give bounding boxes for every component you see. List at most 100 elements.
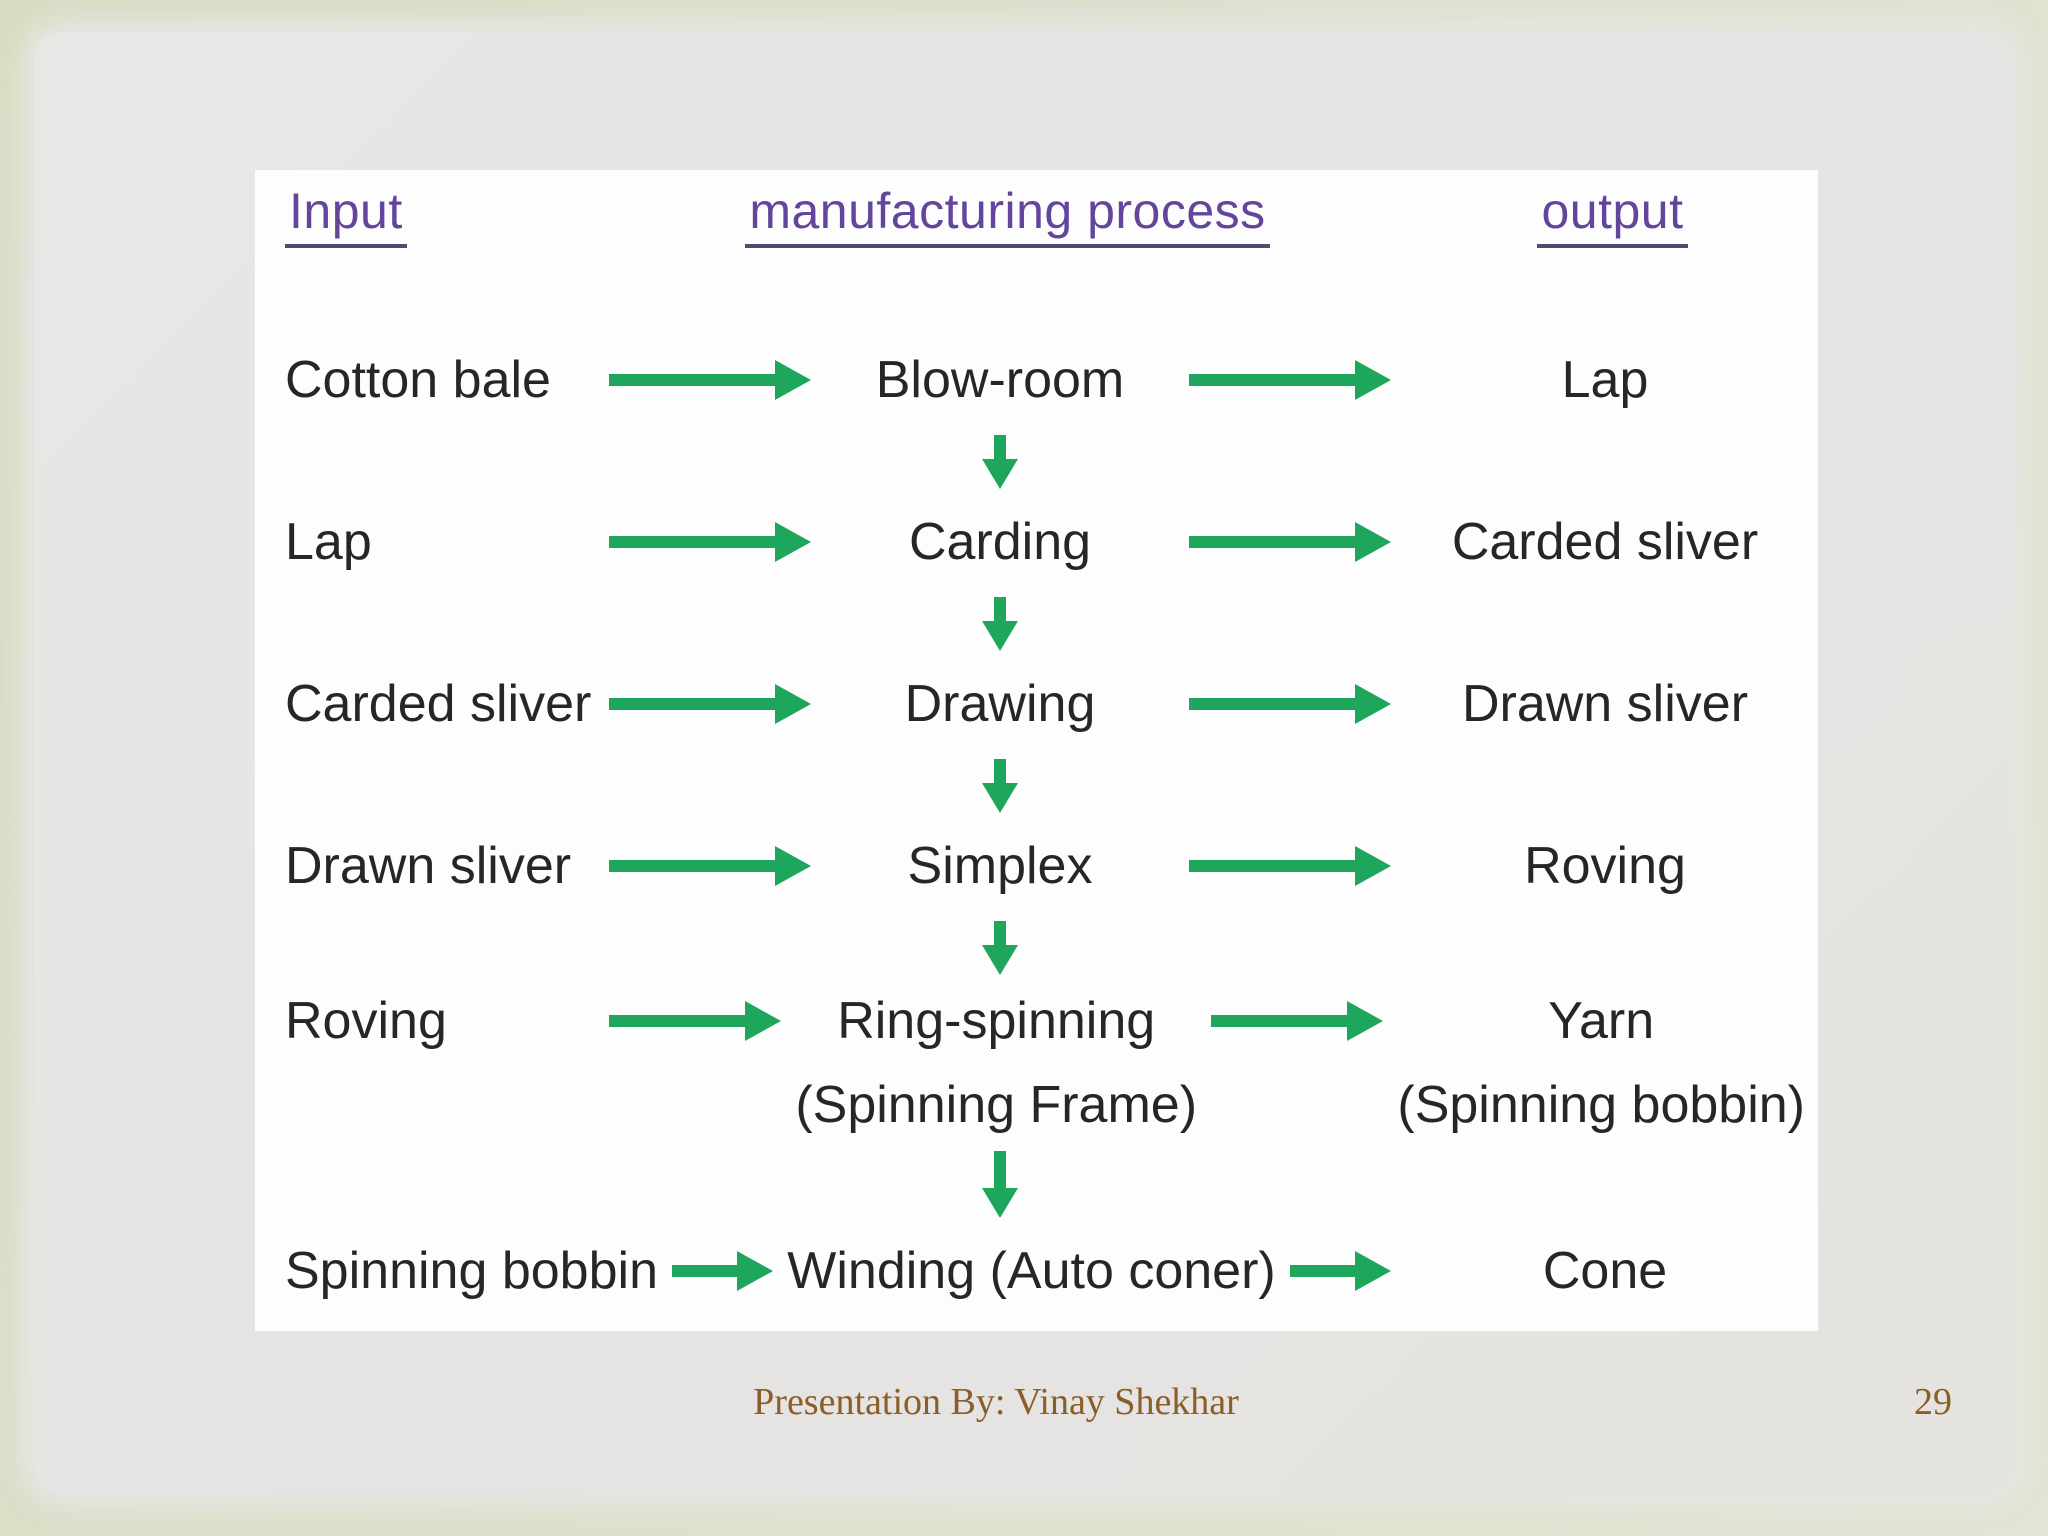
down-arrow-icon bbox=[970, 597, 1030, 651]
process-stack: Drawing bbox=[905, 674, 1096, 734]
process-label: Ring-spinning bbox=[837, 992, 1156, 1050]
right-arrow-cell bbox=[595, 492, 825, 592]
process-stack: Carding bbox=[909, 512, 1091, 572]
output-label: Cone bbox=[1542, 1242, 1668, 1300]
process-stack: Ring-spinning(Spinning Frame) bbox=[795, 978, 1197, 1146]
process-stack: Blow-room bbox=[876, 350, 1125, 410]
right-arrow-cell bbox=[1175, 816, 1405, 916]
right-arrow-shaft bbox=[1289, 1265, 1357, 1277]
right-arrow-head bbox=[775, 846, 811, 886]
right-arrow-icon bbox=[609, 846, 811, 886]
right-arrow-shaft bbox=[1189, 698, 1356, 710]
process-label: Carding bbox=[908, 513, 1092, 571]
output-cell: Yarn(Spinning bobbin) bbox=[1397, 978, 1805, 1146]
down-arrow-shaft bbox=[994, 921, 1006, 945]
input-label: Roving bbox=[285, 992, 447, 1050]
output-cell: Carded sliver bbox=[1405, 492, 1805, 592]
flow-row: Spinning bobbin Winding (Auto coner) Cone bbox=[285, 1221, 1805, 1321]
right-arrow-cell bbox=[1175, 654, 1405, 754]
down-arrow-shaft bbox=[994, 597, 1006, 621]
process-label: Blow-room bbox=[875, 351, 1125, 409]
footer-credit: Presentation By: Vinay Shekhar bbox=[753, 1381, 1239, 1423]
right-arrow-icon bbox=[609, 684, 811, 724]
input-cell: Spinning bobbin bbox=[285, 1221, 658, 1321]
process-cell: Blow-room bbox=[825, 330, 1175, 430]
input-label: Carded sliver bbox=[285, 675, 592, 733]
process-cell: Carding bbox=[825, 492, 1175, 592]
right-arrow-head bbox=[1355, 1251, 1392, 1291]
output-stack: Drawn sliver bbox=[1462, 674, 1748, 734]
column-headers: Input manufacturing process output bbox=[285, 170, 1805, 330]
page-number: 29 bbox=[1914, 1381, 1952, 1423]
right-arrow-cell bbox=[595, 654, 825, 754]
right-arrow-icon bbox=[609, 360, 811, 400]
right-arrow-icon bbox=[609, 1001, 782, 1041]
output-stack: Lap bbox=[1562, 350, 1649, 410]
right-arrow-cell bbox=[1276, 1221, 1405, 1321]
output-label: Lap bbox=[1561, 351, 1649, 409]
output-cell: Lap bbox=[1405, 330, 1805, 430]
output-cell: Roving bbox=[1405, 816, 1805, 916]
process-column-header: manufacturing process bbox=[745, 182, 1270, 248]
input-cell: Drawn sliver bbox=[285, 816, 595, 916]
right-arrow-shaft bbox=[1189, 536, 1356, 548]
slide-background: Input manufacturing process output Cotto… bbox=[34, 32, 2014, 1494]
flow-row: Cotton bale Blow-room Lap bbox=[285, 330, 1805, 430]
input-column-header: Input bbox=[285, 182, 407, 248]
flow-row: Lap Carding Carded sliver bbox=[285, 492, 1805, 592]
right-arrow-shaft bbox=[672, 1265, 739, 1277]
right-arrow-head bbox=[1347, 1001, 1384, 1041]
right-arrow-icon bbox=[1189, 360, 1391, 400]
output-stack: Roving bbox=[1524, 836, 1686, 896]
right-arrow-icon bbox=[1189, 684, 1391, 724]
output-stack: Carded sliver bbox=[1452, 512, 1758, 572]
down-arrow-icon bbox=[970, 921, 1030, 975]
right-arrow-icon bbox=[1189, 846, 1391, 886]
right-arrow-head bbox=[775, 360, 811, 400]
input-cell: Cotton bale bbox=[285, 330, 595, 430]
down-arrow-head bbox=[982, 783, 1018, 813]
input-label: Spinning bobbin bbox=[285, 1242, 658, 1300]
right-arrow-icon bbox=[1211, 1001, 1384, 1041]
down-arrow-icon bbox=[970, 1151, 1030, 1218]
right-arrow-cell bbox=[658, 1221, 787, 1321]
right-arrow-head bbox=[1355, 360, 1391, 400]
connector-row bbox=[285, 592, 1805, 654]
connector-row bbox=[285, 916, 1805, 978]
right-arrow-head bbox=[1355, 846, 1391, 886]
connector-row bbox=[285, 1146, 1805, 1221]
output-column-header-wrap: output bbox=[1420, 182, 1805, 248]
down-arrow-head bbox=[982, 621, 1018, 651]
right-arrow-cell bbox=[595, 978, 795, 1064]
right-arrow-head bbox=[737, 1251, 774, 1291]
output-label: Carded sliver bbox=[1451, 513, 1759, 571]
output-label: Yarn bbox=[1548, 992, 1655, 1050]
right-arrow-cell bbox=[1175, 330, 1405, 430]
right-arrow-head bbox=[775, 522, 811, 562]
process-cell: Winding (Auto coner) bbox=[787, 1221, 1275, 1321]
input-cell: Lap bbox=[285, 492, 595, 592]
process-label: Drawing bbox=[904, 675, 1096, 733]
output-stack: Yarn(Spinning bobbin) bbox=[1397, 978, 1805, 1146]
right-arrow-cell bbox=[595, 816, 825, 916]
right-arrow-shaft bbox=[609, 1015, 747, 1027]
input-cell: Carded sliver bbox=[285, 654, 595, 754]
right-arrow-icon bbox=[1289, 1251, 1392, 1291]
input-label: Drawn sliver bbox=[285, 837, 572, 895]
flow-row: Carded sliver Drawing Drawn sliver bbox=[285, 654, 1805, 754]
right-arrow-head bbox=[1355, 522, 1391, 562]
process-stack: Winding (Auto coner) bbox=[787, 1241, 1275, 1301]
connector-row bbox=[285, 754, 1805, 816]
down-arrow-head bbox=[982, 459, 1018, 489]
right-arrow-icon bbox=[1189, 522, 1391, 562]
right-arrow-head bbox=[745, 1001, 782, 1041]
right-arrow-cell bbox=[1197, 978, 1397, 1064]
right-arrow-shaft bbox=[609, 698, 776, 710]
right-arrow-shaft bbox=[609, 536, 776, 548]
connector-row bbox=[285, 430, 1805, 492]
right-arrow-shaft bbox=[609, 860, 776, 872]
input-label: Cotton bale bbox=[285, 351, 551, 409]
right-arrow-icon bbox=[672, 1251, 774, 1291]
flow-row: Roving Ring-spinning(Spinning Frame) Yarn(… bbox=[285, 978, 1805, 1146]
